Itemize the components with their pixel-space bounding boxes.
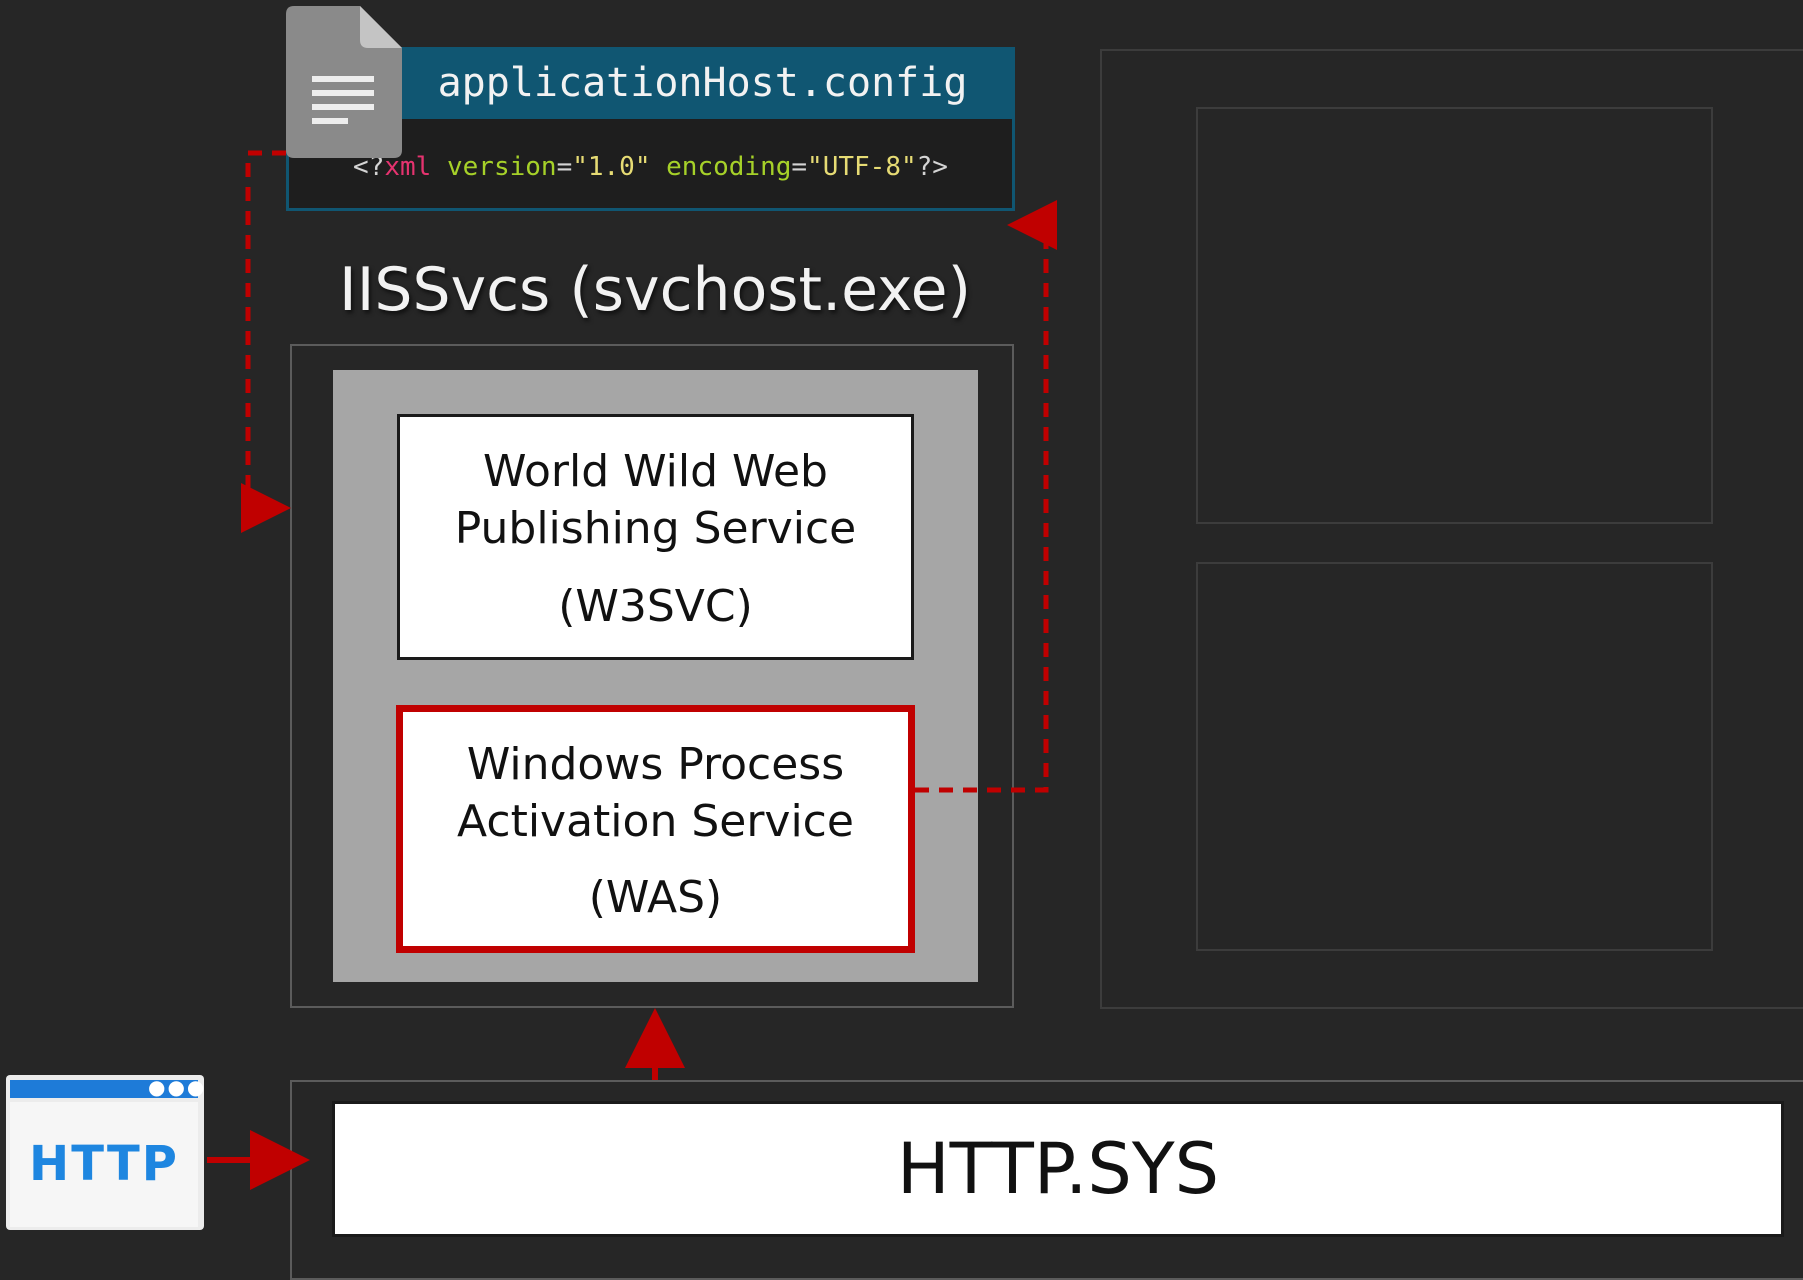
worker-process-area <box>1100 49 1803 1009</box>
browser-title-bar <box>10 1080 198 1098</box>
window-dots-icon: ●●● <box>148 1075 207 1099</box>
http-sys-box <box>332 1101 1784 1237</box>
browser-page <box>10 1102 198 1227</box>
worker-slot-2 <box>1196 562 1713 951</box>
document-icon <box>286 6 402 158</box>
config-file-header <box>286 47 1015 119</box>
was-name: Windows Process Activation Service <box>457 739 854 847</box>
worker-slot-1 <box>1196 107 1713 524</box>
was-abbr: (WAS) <box>588 872 723 923</box>
w3svc-name: World Wild Web Publishing Service <box>454 446 857 554</box>
was-service-box: Windows Process Activation Service (WAS) <box>396 705 915 953</box>
http-sys-label: HTTP.SYS <box>896 1128 1220 1210</box>
host-process-title: IISSvcs (svchost.exe) <box>339 255 971 325</box>
config-filename: applicationHost.config <box>437 60 968 106</box>
config-file-body <box>286 119 1015 211</box>
w3svc-abbr: (W3SVC) <box>558 581 753 632</box>
http-request-label: HTTP <box>29 1136 179 1192</box>
config-read-arrow <box>241 150 291 533</box>
w3svc-service-box: World Wild Web Publishing Service (W3SVC… <box>397 414 914 660</box>
